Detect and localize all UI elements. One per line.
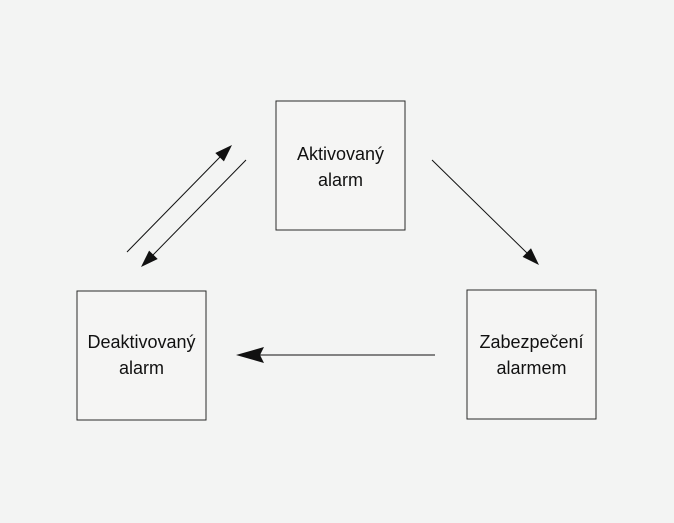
node-activated-alarm: Aktivovaný alarm [275,100,406,231]
edge-deactivated-to-activated-line [126,155,222,253]
node-activated-label-line2: alarm [318,170,363,190]
node-deactivated-label-line2: alarm [119,358,164,378]
edge-deactivated-to-activated-arrowhead [215,145,232,162]
edge-activated-to-deactivated [141,159,247,267]
edge-activated-to-deactivated-line [151,159,247,257]
node-secured-label-line2: alarmem [496,358,566,378]
node-deactivated-box [76,290,207,421]
node-deactivated-alarm: Deaktivovaný alarm [76,290,207,421]
edge-activated-to-secured-arrowhead [522,248,539,265]
node-secured-alarm: Zabezpečení alarmem [466,289,597,420]
edge-secured-to-deactivated-arrowhead [236,347,264,363]
edge-activated-to-secured [431,159,539,265]
edge-deactivated-to-activated [126,145,232,253]
node-deactivated-label-line1: Deaktivovaný [87,332,195,352]
edge-activated-to-deactivated-arrowhead [141,250,158,267]
node-activated-box [275,100,406,231]
node-activated-label-line1: Aktivovaný [297,144,384,164]
edge-secured-to-deactivated [236,347,435,363]
edge-activated-to-secured-line [431,159,529,255]
node-secured-label-line1: Zabezpečení [479,332,583,352]
node-secured-box [466,289,597,420]
